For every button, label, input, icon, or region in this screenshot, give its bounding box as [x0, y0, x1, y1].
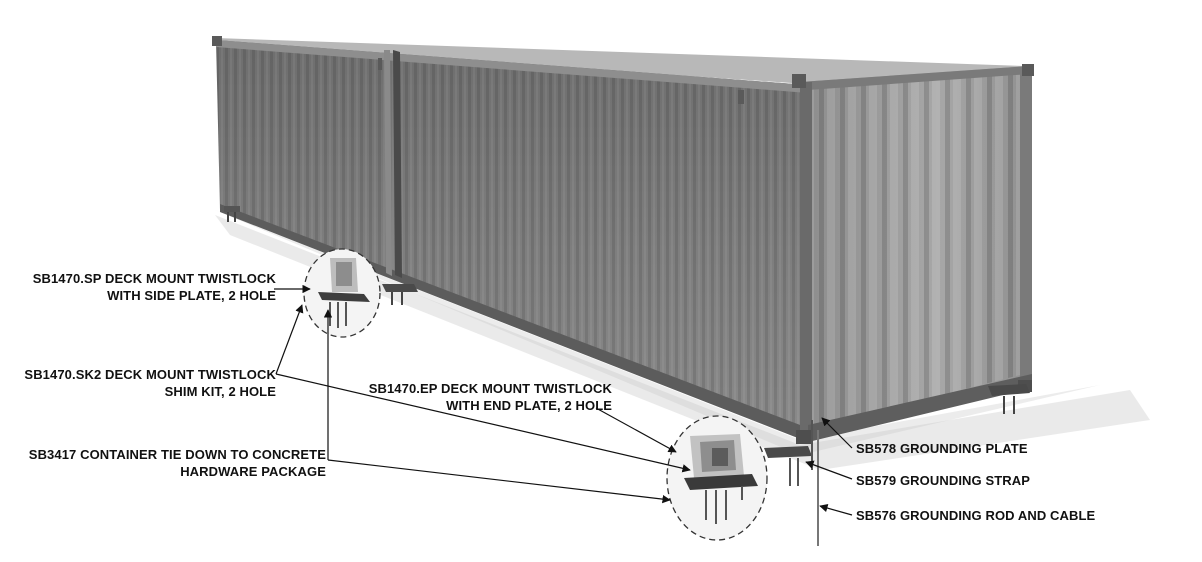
callout-sb1470-sk2-line2: SHIM KIT, 2 HOLE — [164, 384, 276, 399]
callout-sb1470-ep: SB1470.EP DECK MOUNT TWISTLOCK WITH END … — [350, 380, 612, 414]
leader-sb3417-2 — [327, 459, 671, 504]
callout-sb1470-sk2-line1: SB1470.SK2 DECK MOUNT TWISTLOCK — [24, 367, 276, 382]
leader-sk2 — [275, 304, 304, 375]
callout-sb576-line1: SB576 GROUNDING ROD AND CABLE — [856, 508, 1096, 523]
twistlock-front-right — [988, 384, 1030, 414]
callout-sb576: SB576 GROUNDING ROD AND CABLE — [856, 507, 1095, 524]
container-top — [216, 38, 1030, 84]
callout-sb3417-line2: HARDWARE PACKAGE — [180, 464, 326, 479]
detail-bubble-side-plate — [303, 248, 381, 338]
leader-sb576 — [819, 504, 853, 516]
callout-sb1470-sp-line1: SB1470.SP DECK MOUNT TWISTLOCK — [32, 271, 276, 286]
twistlock-rear-left — [224, 206, 240, 222]
leader-sk2-2 — [275, 373, 691, 473]
leader-lines — [274, 284, 853, 516]
leader-ep — [595, 407, 677, 453]
callout-sb3417-line1: SB3417 CONTAINER TIE DOWN TO CONCRETE — [28, 447, 326, 462]
callout-sb3417: SB3417 CONTAINER TIE DOWN TO CONCRETE HA… — [10, 446, 326, 480]
leader-sb578 — [821, 417, 853, 449]
callout-sb579-line1: SB579 GROUNDING STRAP — [856, 473, 1031, 488]
callout-sb578: SB578 GROUNDING PLATE — [856, 440, 1028, 457]
container-seam — [393, 50, 402, 278]
callout-sb579: SB579 GROUNDING STRAP — [856, 472, 1030, 489]
callout-sb1470-ep-line1: SB1470.EP DECK MOUNT TWISTLOCK — [368, 381, 612, 396]
twistlock-mid — [382, 284, 418, 305]
callout-sb1470-sp: SB1470.SP DECK MOUNT TWISTLOCK WITH SIDE… — [20, 270, 276, 304]
callout-sb1470-sk2: SB1470.SK2 DECK MOUNT TWISTLOCK SHIM KIT… — [10, 366, 276, 400]
leader-sb579 — [805, 460, 853, 480]
grounding-assembly — [764, 420, 819, 546]
callout-sb1470-ep-line2: WITH END PLATE, 2 HOLE — [446, 398, 612, 413]
callout-sb1470-sp-line2: WITH SIDE PLATE, 2 HOLE — [107, 288, 276, 303]
callout-sb578-line1: SB578 GROUNDING PLATE — [856, 441, 1028, 456]
detail-bubble-end-plate — [666, 415, 768, 541]
